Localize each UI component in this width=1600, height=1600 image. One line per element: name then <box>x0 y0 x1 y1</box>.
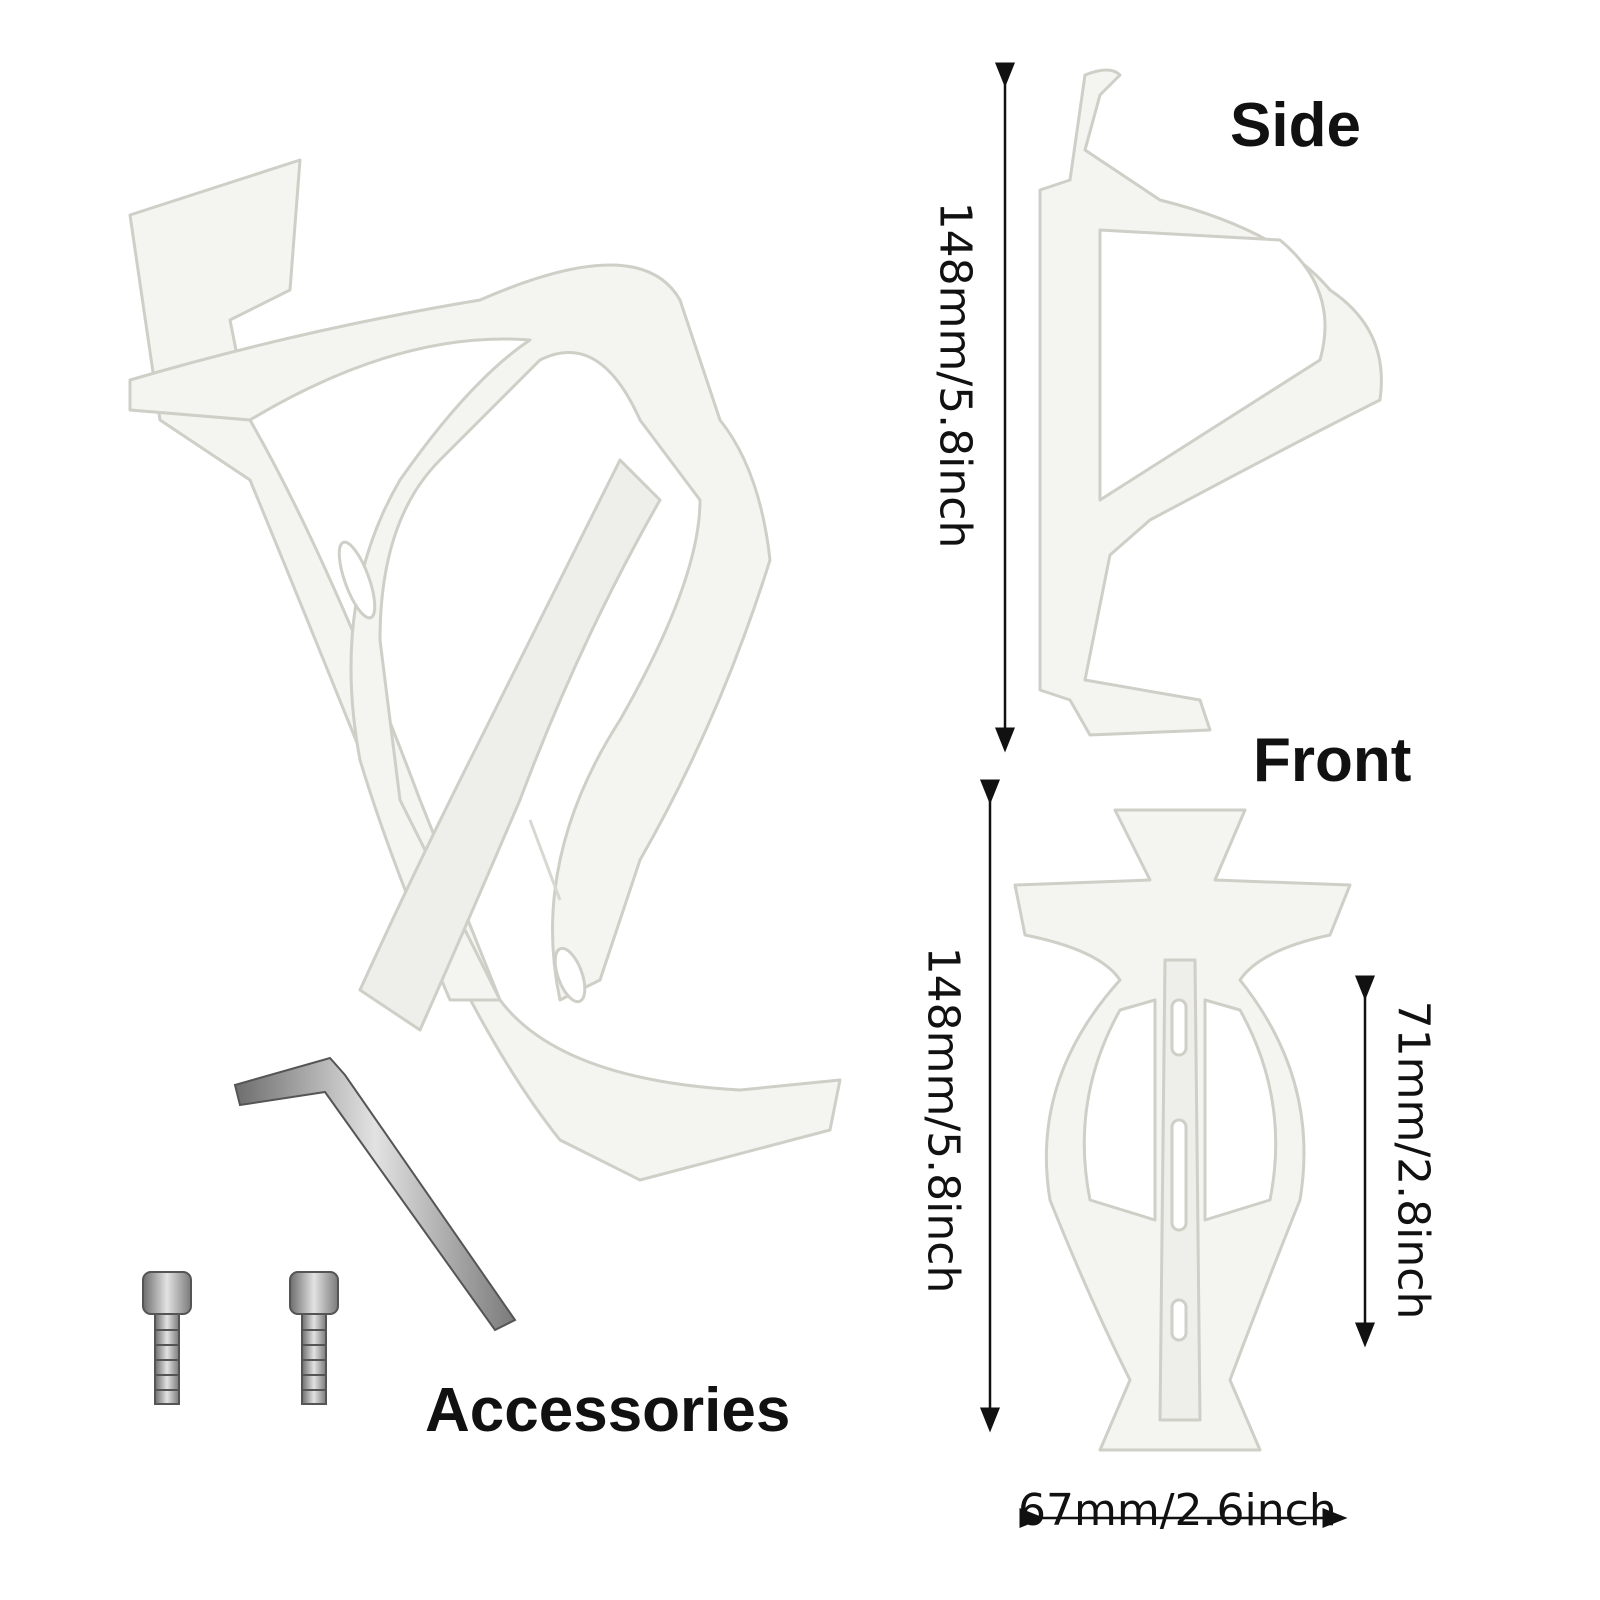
slot-spacing-dimension: 71mm/2.8inch <box>1387 1000 1439 1320</box>
main-cage-image <box>128 158 842 1182</box>
hex-key-image <box>233 1056 517 1332</box>
front-view-cage-image <box>1013 808 1352 1452</box>
side-view-cage-image <box>1038 68 1383 737</box>
screw-image-1 <box>142 1271 192 1405</box>
side-view-label: Side <box>1230 91 1361 160</box>
side-height-dimension: 148mm/5.8inch <box>929 201 981 549</box>
dimension-arrows <box>980 62 1375 1528</box>
accessories-label: Accessories <box>425 1376 791 1445</box>
width-dimension: 67mm/2.6inch <box>1018 1485 1337 1536</box>
front-height-dimension: 148mm/5.8inch <box>917 946 969 1294</box>
screw-image-2 <box>289 1271 339 1405</box>
front-view-label: Front <box>1253 726 1412 795</box>
